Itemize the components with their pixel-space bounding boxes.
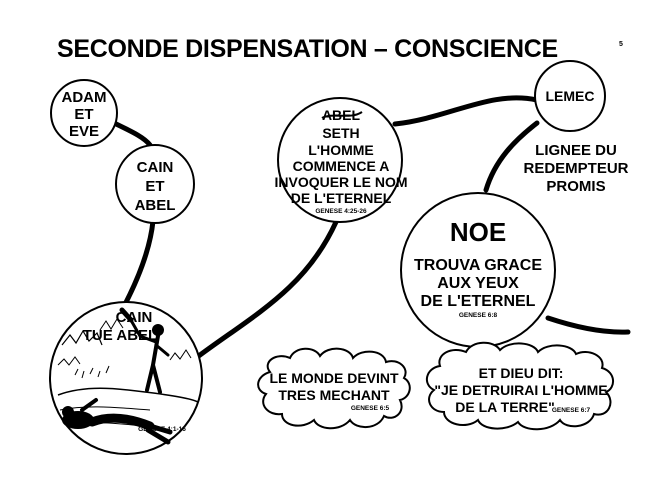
page-number: 5 — [619, 41, 623, 48]
seth-line-2: L'HOMME — [308, 142, 374, 158]
lignee-line-1: LIGNEE DU — [535, 142, 617, 159]
seth-line-1: SETH — [322, 125, 359, 141]
adam-eve-line-2: ET — [74, 106, 93, 123]
adam-eve-line-3: EVE — [69, 123, 99, 140]
node-seth: ABEL SETH L'HOMME COMMENCE A INVOQUER LE… — [274, 97, 408, 223]
connector-noe-right — [545, 315, 631, 335]
node-cain-abel: CAIN ET ABEL — [115, 144, 195, 224]
dieu-line-2: "JE DETRUIRAI L'HOMME — [434, 382, 607, 398]
adam-eve-line-1: ADAM — [62, 89, 107, 106]
noe-reference: GENESE 6:8 — [459, 312, 498, 319]
dieu-reference: GENESE 6:7 — [552, 407, 591, 414]
monde-line-1: LE MONDE DEVINT — [269, 370, 399, 386]
connector-lemec-noe — [483, 120, 540, 193]
monde-reference: GENESE 6:5 — [351, 405, 390, 412]
cloud-dieu-dit: ET DIEU DIT: "JE DETRUIRAI L'HOMME DE LA… — [425, 341, 614, 431]
node-cain-tue-abel: CAIN TUE ABEL GENESE 4:1-16 — [49, 301, 203, 455]
connector-cainabel-seth — [193, 219, 339, 361]
node-lemec: LEMEC — [534, 60, 606, 132]
noe-name: NOE — [450, 217, 506, 247]
noe-line-1: TROUVA GRACE — [414, 257, 542, 274]
seth-line-4: INVOQUER LE NOM — [274, 174, 407, 190]
cain-abel-line-3: ABEL — [135, 197, 176, 214]
lignee-line-2: REDEMPTEUR — [523, 160, 628, 177]
cain-tue-abel-line-2: TUE ABEL — [83, 327, 157, 344]
node-noe: NOE TROUVA GRACE AUX YEUX DE L'ETERNEL G… — [400, 192, 556, 348]
connector-cain-cainabel — [119, 218, 156, 313]
dieu-line-1: ET DIEU DIT: — [479, 365, 564, 381]
abel-strike-mark — [321, 111, 363, 119]
lemec-label: LEMEC — [546, 88, 595, 104]
lignee-line-3: PROMIS — [546, 178, 605, 195]
monde-line-2: TRES MECHANT — [278, 387, 390, 403]
cain-tue-abel-reference: GENESE 4:1-16 — [138, 426, 186, 433]
seth-line-3: COMMENCE A — [293, 158, 390, 174]
dieu-line-3: DE LA TERRE" — [455, 399, 554, 415]
cain-abel-line-1: CAIN — [137, 159, 174, 176]
lignee-label: LIGNEE DU REDEMPTEUR PROMIS — [523, 142, 628, 195]
seth-line-5: DE L'ETERNEL — [291, 190, 392, 206]
cain-tue-abel-line-1: CAIN — [116, 309, 153, 326]
cain-abel-line-2: ET — [145, 178, 164, 195]
connector-seth-lemec — [392, 95, 540, 127]
page-title: SECONDE DISPENSATION – CONSCIENCE — [57, 35, 558, 63]
cain-abel-illustration — [57, 307, 199, 445]
noe-line-3: DE L'ETERNEL — [421, 293, 536, 310]
cloud-monde-mechant: LE MONDE DEVINT TRES MECHANT GENESE 6:5 — [257, 347, 411, 430]
noe-line-2: AUX YEUX — [437, 275, 519, 292]
seth-reference: GENESE 4:25-26 — [315, 208, 367, 215]
node-adam-eve: ADAM ET EVE — [50, 79, 118, 147]
